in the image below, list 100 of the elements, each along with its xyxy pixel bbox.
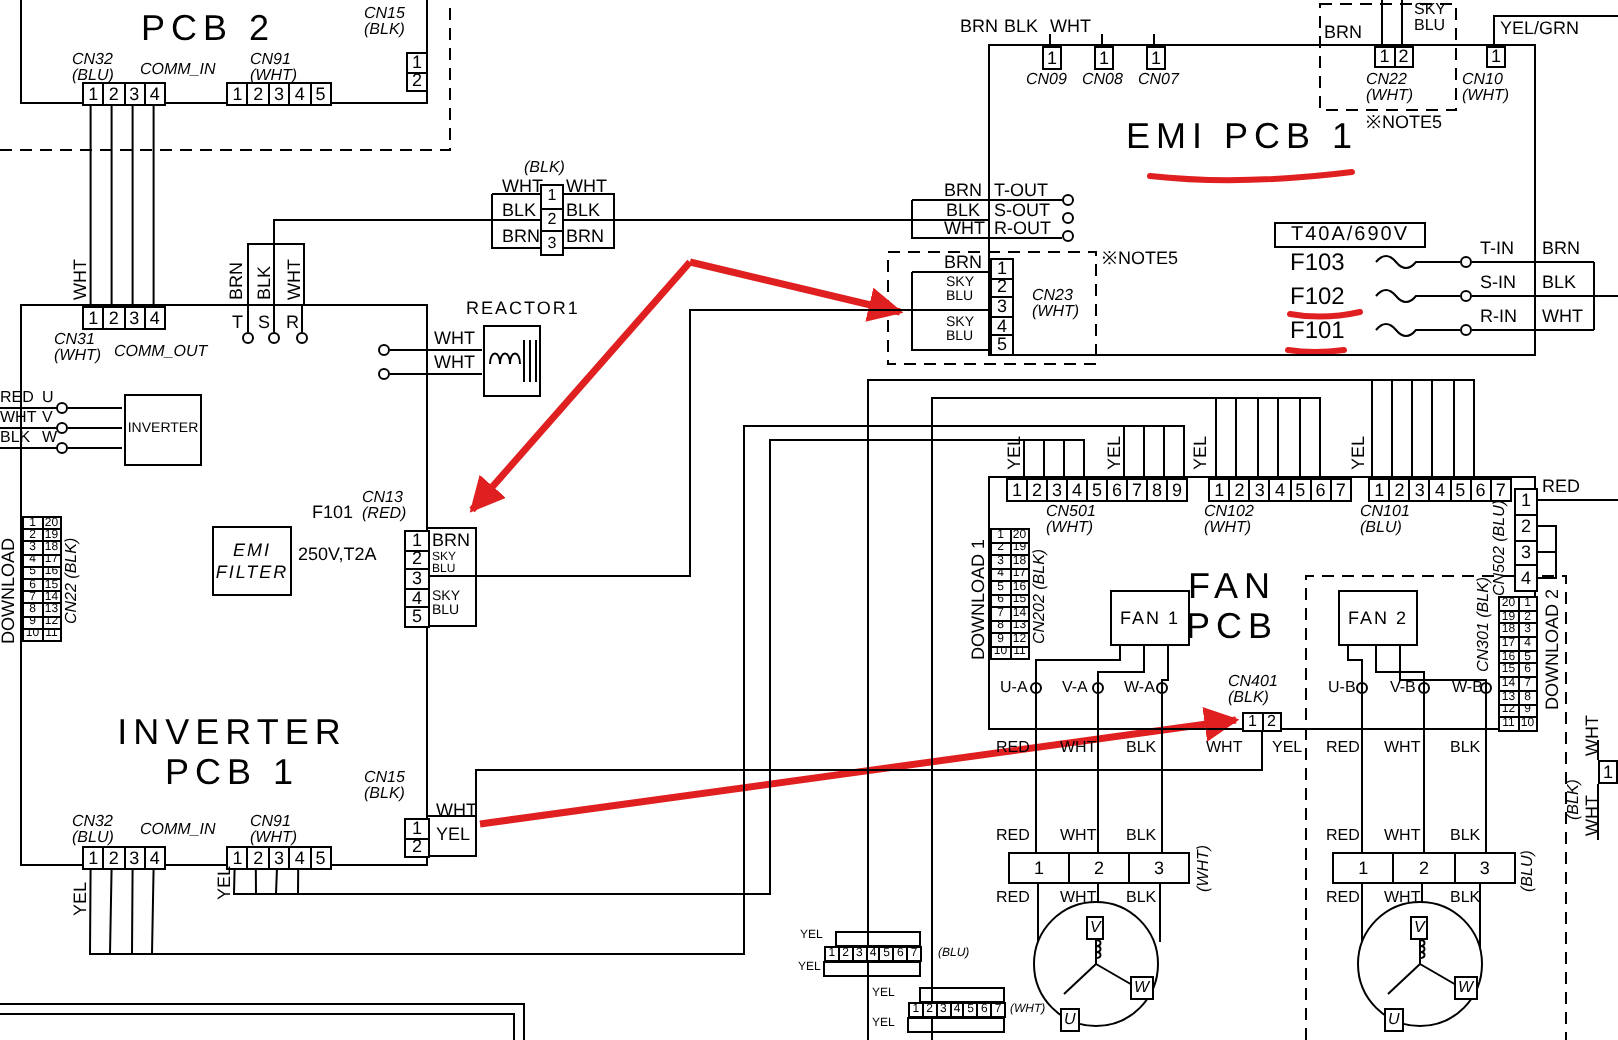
terminal-label: T: [232, 314, 243, 332]
connector-block: [908, 1002, 1006, 1018]
pin-number: 1: [228, 84, 247, 104]
terminal-label: R-OUT: [994, 220, 1051, 238]
connector-label: (BLK): [524, 160, 565, 176]
pin-number: 3: [1410, 480, 1429, 500]
wire-label: WHT: [72, 259, 90, 300]
pin-number: 6: [1471, 480, 1490, 500]
connector-label: CN91 (WHT): [250, 814, 300, 846]
wire-label: BLK: [1450, 828, 1481, 844]
pin-number: 1: [1010, 854, 1068, 882]
wire-label: WHT: [1060, 828, 1097, 844]
wire-label: RED: [996, 828, 1030, 844]
fuse-label: F101: [312, 504, 354, 522]
port-label: DOWNLOAD: [0, 537, 18, 644]
wire-label: WHT: [1206, 740, 1243, 756]
wire: [1037, 883, 1039, 943]
connector-label: CN22 (WHT): [1366, 72, 1416, 104]
pin-number: 3: [406, 570, 428, 588]
wire-label: YEL: [1350, 435, 1368, 470]
terminal-label: S-OUT: [994, 202, 1050, 220]
pin-number: 1: [1334, 854, 1393, 882]
component-label: REACTOR1: [466, 300, 580, 318]
terminal-label: S-IN: [1480, 274, 1516, 292]
connector-label: COMM_IN: [140, 62, 216, 78]
pin-number: 1: [1210, 480, 1229, 500]
wire-label: BLK: [1126, 828, 1157, 844]
pin-number: 3: [542, 232, 562, 254]
pin-number: 5: [1088, 480, 1106, 500]
arrow: [469, 259, 693, 513]
connector-block: [540, 184, 564, 256]
pin-number: 4: [992, 317, 1012, 335]
connector-label: CN102 (WHT): [1204, 504, 1256, 536]
wire-label: YEL: [216, 865, 234, 900]
wire-label: BLK: [1126, 890, 1157, 906]
wire-label: BRN: [566, 228, 605, 246]
wire-label: BRN: [432, 532, 471, 550]
wire: [867, 379, 1475, 947]
connector-block: [1514, 488, 1538, 592]
pin-number: 3: [992, 298, 1012, 316]
arrow: [689, 258, 904, 322]
connector-block: [82, 306, 166, 330]
wire-label: WHT: [286, 259, 304, 300]
pin-number: 1: [1488, 48, 1504, 66]
circuit-board: [988, 44, 1536, 356]
wire-label: WHT: [1384, 828, 1421, 844]
terminal-label: U-A: [1000, 680, 1028, 696]
wire: [1421, 883, 1423, 903]
pin-number: 3: [269, 848, 289, 868]
connector-label: CN502 (BLU): [1492, 499, 1508, 596]
connector-label: CN07: [1138, 72, 1179, 88]
wire-label: WHT: [566, 178, 607, 196]
wire-label: YEL: [1006, 435, 1024, 470]
pin-number: 2: [1394, 854, 1454, 882]
connector-label: CN09: [1026, 72, 1067, 88]
connector-label: CN15 (BLK): [364, 770, 407, 802]
connector-label: CN32 (BLU): [72, 814, 116, 846]
wire-label: BLK: [946, 202, 981, 220]
connector-block: [1208, 478, 1352, 502]
connector-block: [1332, 852, 1516, 884]
wire: [273, 219, 541, 305]
pin-number: 2: [1070, 854, 1128, 882]
connector-block: [990, 528, 1030, 660]
wire-label: BLK: [256, 265, 274, 300]
port-label: DOWNLOAD 1: [970, 538, 988, 660]
pin-number: 5: [1451, 480, 1470, 500]
pin-number: 6: [1108, 480, 1126, 500]
fan-module: FAN 2: [1338, 590, 1418, 646]
pin-number: 1: [1244, 714, 1261, 730]
wire-label: WHT: [502, 178, 543, 196]
pin-number: 7: [1491, 480, 1510, 500]
connector-label: (BLU): [1520, 850, 1536, 892]
connector-label: CN32 (BLU): [72, 52, 116, 84]
terminal-label: S: [258, 314, 271, 332]
wire-label: RED: [1326, 740, 1360, 756]
wire-label: BRN: [1324, 24, 1363, 42]
terminal-label: W: [42, 430, 58, 446]
terminal-label: V-B: [1390, 680, 1416, 696]
connector-block: [404, 530, 430, 628]
wire-label: BLK: [502, 202, 537, 220]
pin-number: 7: [1128, 480, 1146, 500]
connector-block: [990, 258, 1014, 356]
wire-label: WHT: [1060, 890, 1097, 906]
wire-label: YEL: [72, 881, 90, 916]
wire-label: WHT: [434, 330, 475, 348]
pin-number: 2: [104, 308, 123, 328]
pin-number: 5: [1291, 480, 1310, 500]
connector-label: CN08: [1082, 72, 1123, 88]
pin-number: 1: [1008, 480, 1026, 500]
connector-label: CN301 (BLK): [1476, 576, 1492, 672]
connector-block: [1242, 712, 1282, 732]
wire: [1035, 643, 1169, 853]
fuse-label: F101: [1290, 318, 1345, 342]
connector-label: COMM_IN: [140, 822, 216, 838]
connector-label: CN501 (WHT): [1046, 504, 1098, 536]
pin-number: 4: [145, 848, 164, 868]
wire-label: WHT: [1050, 18, 1091, 36]
pin-number: 2: [542, 209, 562, 231]
wire-label: BLK: [1542, 274, 1577, 292]
phase-terminal-label: V: [1410, 916, 1429, 940]
